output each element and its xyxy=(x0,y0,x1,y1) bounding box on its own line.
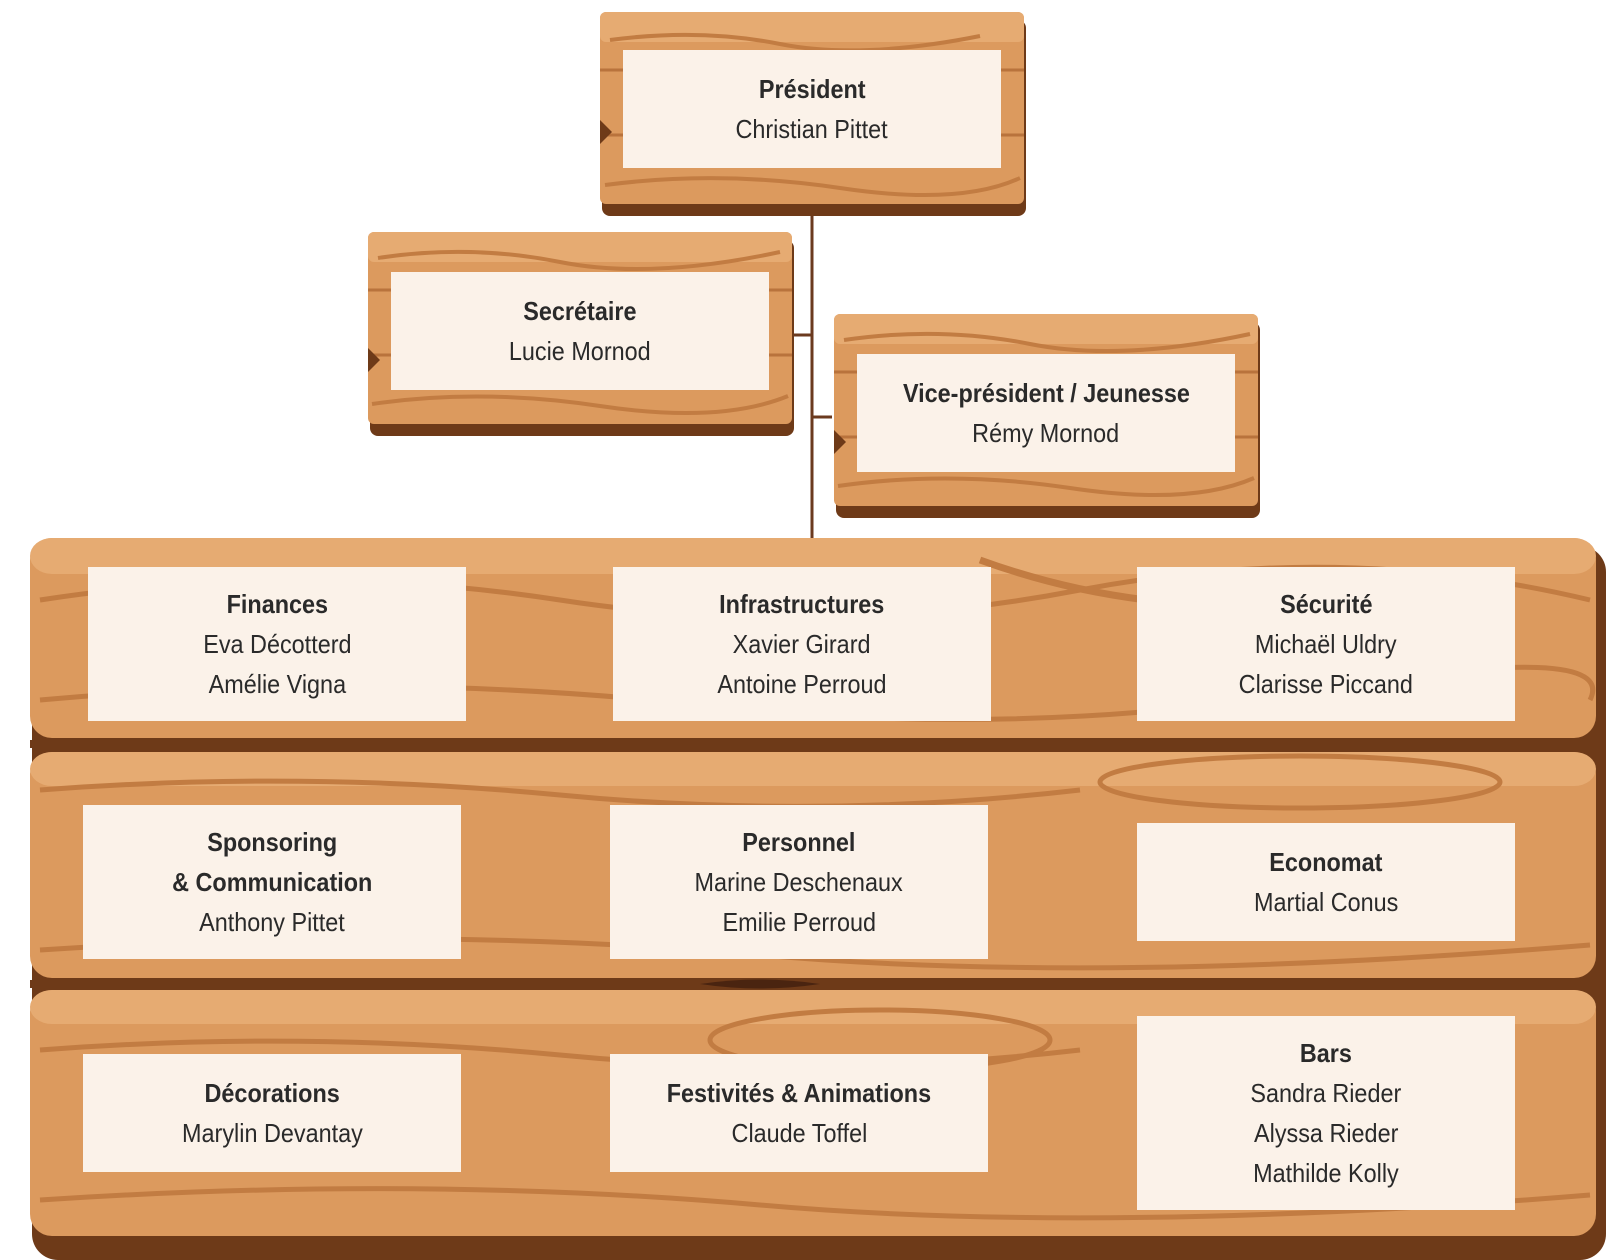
finances-title: Finances xyxy=(226,589,328,619)
infrastructures-member-2: Antoine Perroud xyxy=(717,669,887,699)
infrastructures-title: Infrastructures xyxy=(719,589,885,619)
secretary-title: Secrétaire xyxy=(523,296,637,326)
infrastructures-card: Infrastructures Xavier Girard Antoine Pe… xyxy=(613,567,991,721)
vice-president-card: Vice-président / Jeunesse Rémy Mornod xyxy=(857,354,1235,472)
president-member: Christian Pittet xyxy=(735,114,889,144)
sponsoring-card: Sponsoring & Communication Anthony Pitte… xyxy=(83,805,461,959)
sponsoring-title-line1: Sponsoring xyxy=(207,827,337,857)
bars-title: Bars xyxy=(1299,1038,1353,1068)
finances-card: Finances Eva Décotterd Amélie Vigna xyxy=(88,567,466,721)
bars-card: Bars Sandra Rieder Alyssa Rieder Mathild… xyxy=(1137,1016,1515,1210)
connector-lines xyxy=(793,210,832,540)
securite-title: Sécurité xyxy=(1279,589,1373,619)
president-card: Président Christian Pittet xyxy=(623,50,1001,168)
decorations-member: Marylin Devantay xyxy=(181,1118,363,1148)
economat-title: Economat xyxy=(1269,847,1383,877)
bars-member-1: Sandra Rieder xyxy=(1250,1078,1402,1108)
festivites-title: Festivités & Animations xyxy=(666,1078,932,1108)
vice-president-member: Rémy Mornod xyxy=(972,418,1120,448)
securite-card: Sécurité Michaël Uldry Clarisse Piccand xyxy=(1137,567,1515,721)
decorations-card: Décorations Marylin Devantay xyxy=(83,1054,461,1172)
president-title: Président xyxy=(758,74,866,104)
sponsoring-member: Anthony Pittet xyxy=(199,907,345,937)
finances-member-2: Amélie Vigna xyxy=(208,669,346,699)
personnel-member-2: Emilie Perroud xyxy=(722,907,876,937)
economat-card: Economat Martial Conus xyxy=(1137,823,1515,941)
decorations-title: Décorations xyxy=(204,1078,340,1108)
sponsoring-title-line2: & Communication xyxy=(171,867,373,897)
personnel-member-1: Marine Deschenaux xyxy=(694,867,904,897)
economat-member: Martial Conus xyxy=(1253,887,1399,917)
personnel-title: Personnel xyxy=(742,827,856,857)
bars-member-2: Alyssa Rieder xyxy=(1253,1118,1399,1148)
secretary-card: Secrétaire Lucie Mornod xyxy=(391,272,769,390)
festivites-card: Festivités & Animations Claude Toffel xyxy=(610,1054,988,1172)
infrastructures-member-1: Xavier Girard xyxy=(733,629,871,659)
finances-member-1: Eva Décotterd xyxy=(202,629,352,659)
securite-member-2: Clarisse Piccand xyxy=(1238,669,1414,699)
festivites-member: Claude Toffel xyxy=(731,1118,867,1148)
vice-president-title: Vice-président / Jeunesse xyxy=(902,378,1190,408)
secretary-member: Lucie Mornod xyxy=(509,336,651,366)
bars-member-3: Mathilde Kolly xyxy=(1253,1158,1399,1188)
personnel-card: Personnel Marine Deschenaux Emilie Perro… xyxy=(610,805,988,959)
securite-member-1: Michaël Uldry xyxy=(1255,629,1397,659)
